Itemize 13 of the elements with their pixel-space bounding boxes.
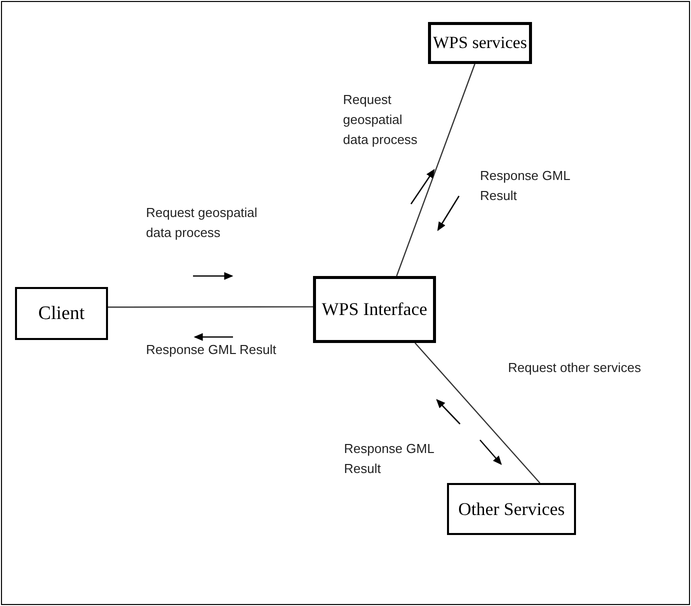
process-box: Client — [15, 287, 108, 340]
connector-line — [414, 342, 540, 484]
flow-label: Request other services — [508, 359, 642, 377]
flow-label: Response GML Result — [344, 440, 435, 478]
flow-label: Response GML Result — [146, 341, 278, 359]
flow-label: Response GML Result — [480, 167, 571, 205]
flow-label: Request geospatial data process — [343, 91, 418, 149]
process-box: Other Services — [447, 483, 576, 535]
process-box: WPS services — [428, 22, 532, 64]
process-box: WPS Interface — [313, 276, 436, 343]
connector-line — [108, 306, 313, 308]
connector-line — [396, 64, 476, 276]
flow-label: Request geospatial data process — [146, 204, 258, 242]
